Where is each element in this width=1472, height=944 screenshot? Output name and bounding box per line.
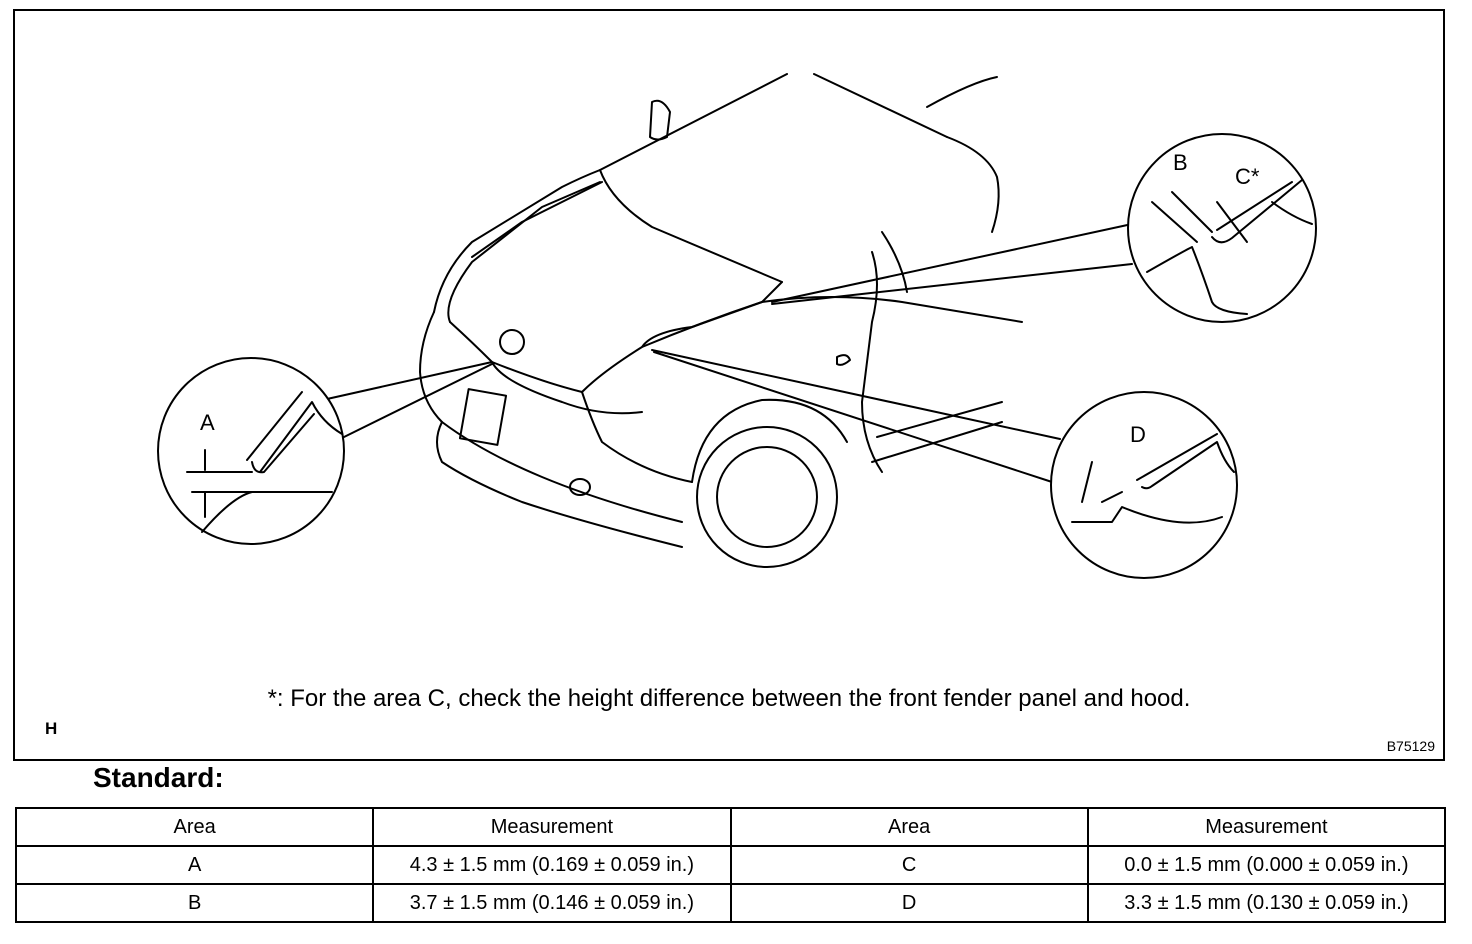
section-code: H bbox=[45, 719, 58, 738]
figure-frame: A B C* D *: For the area C, check the he… bbox=[13, 9, 1445, 761]
car-hood-clearance-diagram: A B C* D bbox=[157, 73, 1317, 579]
detail-circle-bc bbox=[1127, 133, 1317, 323]
callout-a-label: A bbox=[200, 410, 215, 435]
callout-pointers bbox=[326, 223, 1133, 483]
table-cell: 3.3 ± 1.5 mm (0.130 ± 0.059 in.) bbox=[1086, 883, 1447, 923]
standard-table: Area Measurement Area Measurement A 4.3 … bbox=[14, 807, 1447, 923]
figure-footnote: *: For the area C, check the height diff… bbox=[267, 685, 1191, 712]
table-cell: B bbox=[14, 883, 375, 923]
detail-circle-d bbox=[1050, 391, 1238, 579]
table-header: Area bbox=[729, 807, 1089, 847]
table-header: Measurement bbox=[1086, 807, 1447, 847]
standard-label: Standard: bbox=[93, 762, 224, 793]
table-cell: 3.7 ± 1.5 mm (0.146 ± 0.059 in.) bbox=[372, 883, 732, 923]
table-header-row: Area Measurement Area Measurement bbox=[14, 807, 1447, 847]
callout-b-label: B bbox=[1173, 150, 1188, 175]
table-row: B 3.7 ± 1.5 mm (0.146 ± 0.059 in.) D 3.3… bbox=[14, 883, 1447, 923]
table-header: Area bbox=[14, 807, 375, 847]
callout-c-label: C* bbox=[1235, 164, 1260, 189]
callout-d-label: D bbox=[1130, 422, 1146, 447]
table-cell: D bbox=[729, 883, 1089, 923]
table-cell: C bbox=[729, 845, 1089, 885]
table-row: A 4.3 ± 1.5 mm (0.169 ± 0.059 in.) C 0.0… bbox=[14, 845, 1447, 885]
table-cell: A bbox=[14, 845, 375, 885]
figure-id: B75129 bbox=[1386, 738, 1435, 754]
detail-circle-a bbox=[157, 357, 345, 545]
table-header: Measurement bbox=[372, 807, 732, 847]
table-cell: 0.0 ± 1.5 mm (0.000 ± 0.059 in.) bbox=[1086, 845, 1447, 885]
table-cell: 4.3 ± 1.5 mm (0.169 ± 0.059 in.) bbox=[372, 845, 732, 885]
car-illustration bbox=[419, 73, 1023, 568]
